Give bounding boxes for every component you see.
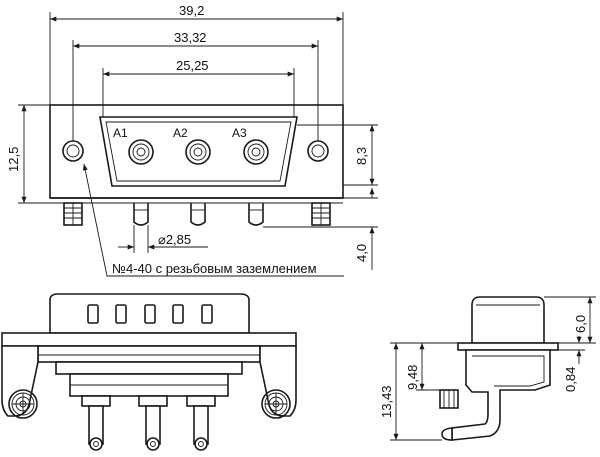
pin-a1: [133, 203, 149, 226]
front-shell: [49, 293, 250, 334]
dim-offset: 0,84: [563, 367, 578, 392]
contact-a3: [243, 139, 269, 165]
callout-ground-screw: №4-40 с резьбовым заземлением: [112, 261, 317, 276]
contact-a2: [185, 139, 211, 165]
screw-left: [8, 389, 38, 419]
top-view: A1 A2 A3: [6, 3, 378, 277]
slot-2: [115, 304, 127, 324]
label-a1: A1: [113, 126, 128, 140]
dim-shell-width: 25,25: [176, 58, 209, 73]
front-pin-2: [145, 405, 161, 451]
dim-front-height: 9,48: [405, 365, 420, 390]
dim-pin-diameter: ⌀2,85: [158, 232, 191, 247]
d-shell-outer: [99, 116, 298, 187]
slot-1: [87, 304, 99, 324]
dim-pin-length: 4,0: [354, 244, 369, 262]
dim-flange-height: 12,5: [6, 147, 21, 172]
dim-top-height: 6,0: [573, 315, 588, 333]
slot-4: [172, 304, 184, 324]
side-view: 6,0 0,84 13,43 9,48: [379, 296, 596, 441]
stud-left: [63, 202, 83, 226]
front-pin-3: [193, 405, 209, 451]
pin-a3: [248, 203, 264, 226]
contact-a1: [128, 139, 154, 165]
slot-5: [201, 304, 213, 324]
stud-right: [311, 202, 331, 226]
d-shell-inner: [105, 121, 292, 182]
side-stud: [439, 389, 459, 409]
side-shell: [471, 296, 545, 344]
dim-hole-spacing: 33,32: [174, 30, 207, 45]
side-body: [451, 349, 551, 441]
pin-a2: [190, 203, 206, 226]
front-pin-1: [88, 405, 104, 451]
flange-plate: [49, 104, 344, 199]
front-view: [1, 293, 297, 451]
side-flange: [457, 342, 559, 351]
dim-total-height: 13,43: [379, 385, 394, 418]
dim-overall-width: 39,2: [179, 3, 204, 18]
label-a2: A2: [173, 126, 188, 140]
dim-shell-height: 8,3: [354, 147, 369, 165]
label-a3: A3: [232, 126, 247, 140]
bracket-left: [1, 345, 39, 417]
slot-3: [144, 304, 156, 324]
front-flange: [1, 332, 297, 347]
screw-right: [261, 389, 291, 419]
